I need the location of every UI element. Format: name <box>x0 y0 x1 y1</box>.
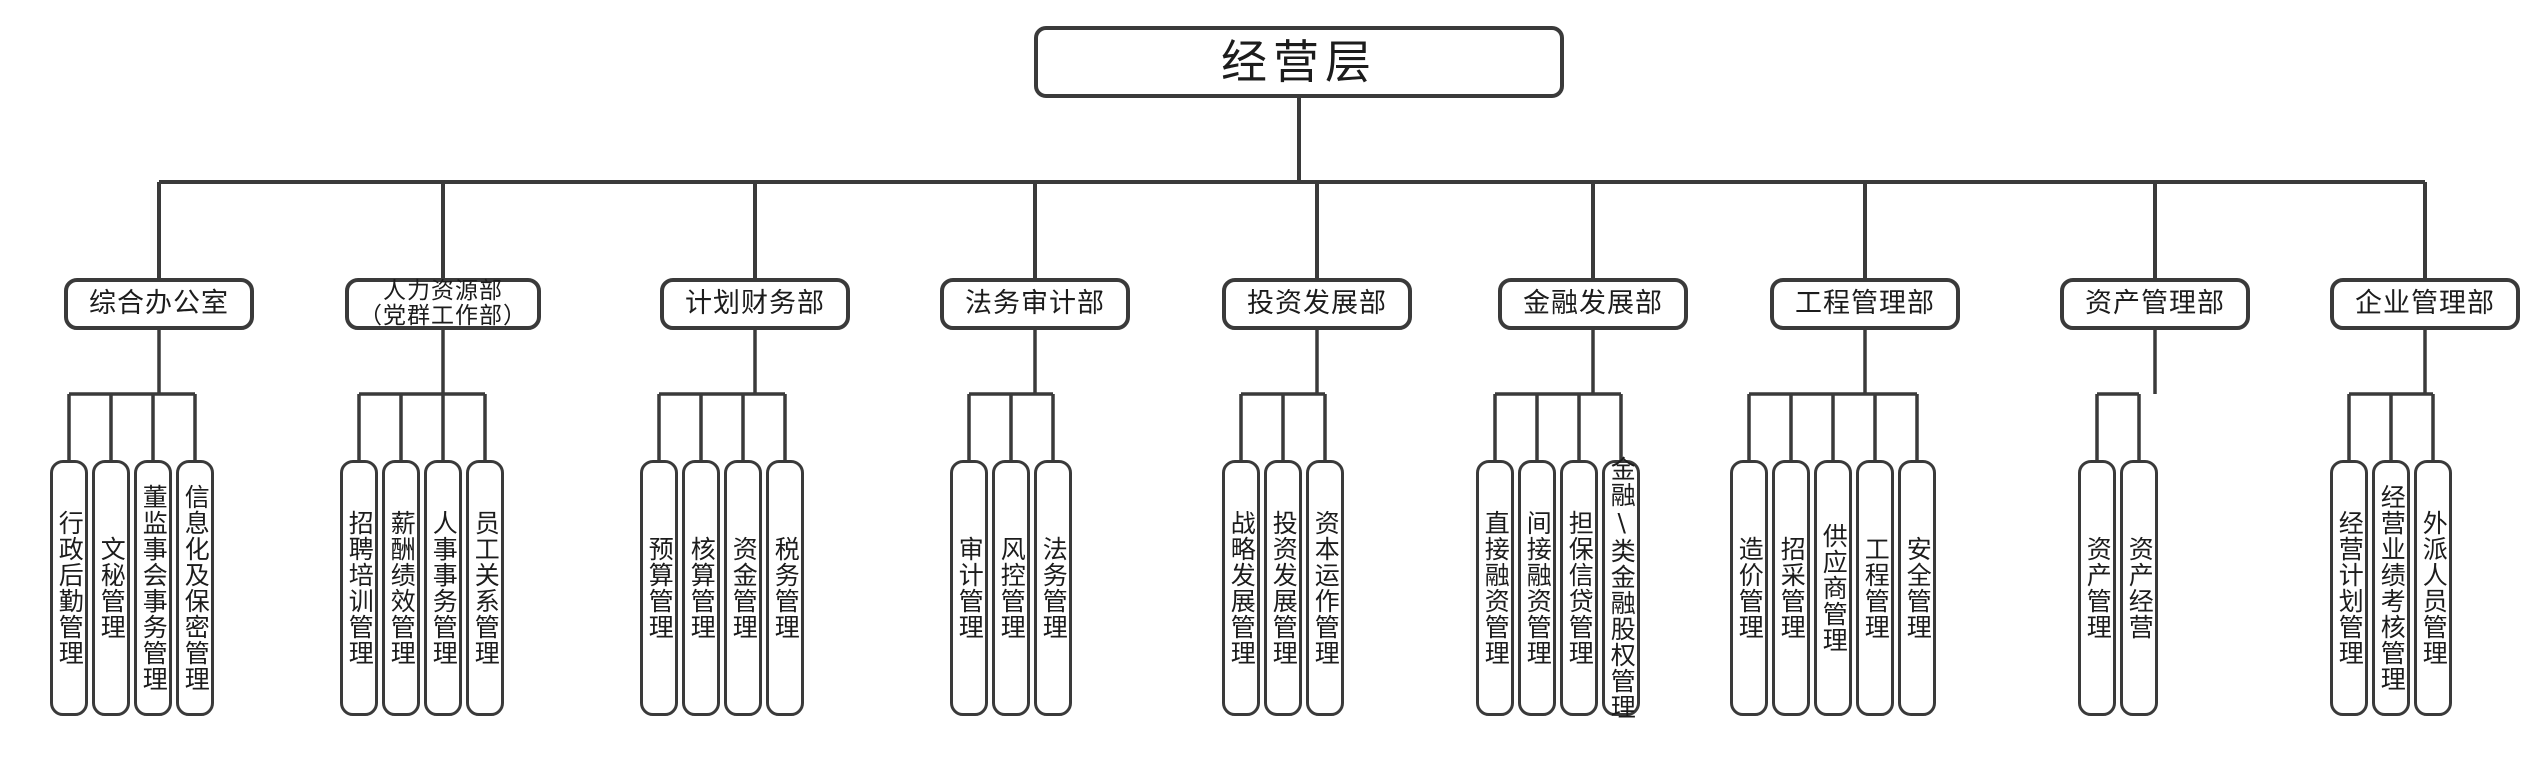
department-node[interactable]: 人力资源部 （党群工作部） <box>345 278 541 330</box>
department-node[interactable]: 法务审计部 <box>940 278 1130 330</box>
leaf-node-label: 资产经营 <box>2125 536 2155 640</box>
leaf-node[interactable]: 行政后勤管理 <box>50 460 88 716</box>
leaf-node[interactable]: 战略发展管理 <box>1222 460 1260 716</box>
department-node-label: 综合办公室 <box>89 288 229 320</box>
leaf-node[interactable]: 招采管理 <box>1772 460 1810 716</box>
leaf-node-label: 经营业绩考核管理 <box>2377 484 2407 692</box>
leaf-node[interactable]: 风控管理 <box>992 460 1030 716</box>
leaf-node[interactable]: 资本运作管理 <box>1306 460 1344 716</box>
leaf-node[interactable]: 担保信贷管理 <box>1560 460 1598 716</box>
leaf-node-label: 战略发展管理 <box>1227 510 1257 666</box>
department-node-label: 投资发展部 <box>1247 288 1387 320</box>
leaf-node[interactable]: 董监事会事务管理 <box>134 460 172 716</box>
leaf-node[interactable]: 信息化及保密管理 <box>176 460 214 716</box>
leaf-node[interactable]: 预算管理 <box>640 460 678 716</box>
leaf-node[interactable]: 法务管理 <box>1034 460 1072 716</box>
leaf-node-label: 直接融资管理 <box>1481 510 1511 666</box>
department-node[interactable]: 综合办公室 <box>64 278 254 330</box>
leaf-node[interactable]: 人事事务管理 <box>424 460 462 716</box>
leaf-node-label: 员工关系管理 <box>471 510 501 666</box>
department-node-label: 资产管理部 <box>2085 288 2225 320</box>
department-node-label: 人力资源部 （党群工作部） <box>359 278 527 329</box>
leaf-node-label: 行政后勤管理 <box>55 510 85 666</box>
department-node-label: 法务审计部 <box>965 288 1105 320</box>
leaf-node-label: 法务管理 <box>1039 536 1069 640</box>
department-node[interactable]: 金融发展部 <box>1498 278 1688 330</box>
leaf-node-label: 董监事会事务管理 <box>139 484 169 692</box>
department-node-label: 工程管理部 <box>1795 288 1935 320</box>
department-node[interactable]: 投资发展部 <box>1222 278 1412 330</box>
leaf-node[interactable]: 外派人员管理 <box>2414 460 2452 716</box>
leaf-node[interactable]: 工程管理 <box>1856 460 1894 716</box>
leaf-node[interactable]: 资金管理 <box>724 460 762 716</box>
leaf-node-label: 招聘培训管理 <box>345 510 375 666</box>
leaf-node-label: 薪酬绩效管理 <box>387 510 417 666</box>
leaf-node-label: 资本运作管理 <box>1311 510 1341 666</box>
leaf-node[interactable]: 资产管理 <box>2078 460 2116 716</box>
leaf-node-label: 预算管理 <box>645 536 675 640</box>
department-node[interactable]: 工程管理部 <box>1770 278 1960 330</box>
leaf-node[interactable]: 员工关系管理 <box>466 460 504 716</box>
leaf-node[interactable]: 资产经营 <box>2120 460 2158 716</box>
leaf-node[interactable]: 投资发展管理 <box>1264 460 1302 716</box>
department-node-label: 计划财务部 <box>685 288 825 320</box>
leaf-node[interactable]: 核算管理 <box>682 460 720 716</box>
department-node-label: 金融发展部 <box>1523 288 1663 320</box>
leaf-node-label: 投资发展管理 <box>1269 510 1299 666</box>
leaf-node[interactable]: 审计管理 <box>950 460 988 716</box>
leaf-node-label: 安全管理 <box>1903 536 1933 640</box>
leaf-node[interactable]: 税务管理 <box>766 460 804 716</box>
leaf-node-label: 核算管理 <box>687 536 717 640</box>
leaf-node[interactable]: 造价管理 <box>1730 460 1768 716</box>
leaf-node-label: 资金管理 <box>729 536 759 640</box>
leaf-node[interactable]: 安全管理 <box>1898 460 1936 716</box>
leaf-node-label: 审计管理 <box>955 536 985 640</box>
leaf-node[interactable]: 经营计划管理 <box>2330 460 2368 716</box>
leaf-node-label: 风控管理 <box>997 536 1027 640</box>
department-node[interactable]: 资产管理部 <box>2060 278 2250 330</box>
leaf-node-label: 信息化及保密管理 <box>181 484 211 692</box>
leaf-node-label: 工程管理 <box>1861 536 1891 640</box>
leaf-node[interactable]: 金融\类金融股权管理 <box>1602 456 1640 720</box>
leaf-node[interactable]: 招聘培训管理 <box>340 460 378 716</box>
root-node[interactable]: 经营层 <box>1034 26 1564 98</box>
leaf-node-label: 招采管理 <box>1777 536 1807 640</box>
leaf-node-label: 文秘管理 <box>97 536 127 640</box>
leaf-node-label: 金融\类金融股权管理 <box>1607 456 1637 720</box>
leaf-node-label: 造价管理 <box>1735 536 1765 640</box>
leaf-node-label: 供应商管理 <box>1819 523 1849 653</box>
leaf-node[interactable]: 供应商管理 <box>1814 460 1852 716</box>
department-node-label: 企业管理部 <box>2355 288 2495 320</box>
root-node-label: 经营层 <box>1221 34 1377 89</box>
leaf-node[interactable]: 文秘管理 <box>92 460 130 716</box>
leaf-node[interactable]: 薪酬绩效管理 <box>382 460 420 716</box>
leaf-node-label: 间接融资管理 <box>1523 510 1553 666</box>
department-node[interactable]: 企业管理部 <box>2330 278 2520 330</box>
leaf-node-label: 人事事务管理 <box>429 510 459 666</box>
leaf-node-label: 税务管理 <box>771 536 801 640</box>
leaf-node[interactable]: 经营业绩考核管理 <box>2372 460 2410 716</box>
department-node[interactable]: 计划财务部 <box>660 278 850 330</box>
leaf-node-label: 资产管理 <box>2083 536 2113 640</box>
leaf-node-label: 经营计划管理 <box>2335 510 2365 666</box>
leaf-node-label: 外派人员管理 <box>2419 510 2449 666</box>
leaf-node[interactable]: 间接融资管理 <box>1518 460 1556 716</box>
leaf-node-label: 担保信贷管理 <box>1565 510 1595 666</box>
leaf-node[interactable]: 直接融资管理 <box>1476 460 1514 716</box>
